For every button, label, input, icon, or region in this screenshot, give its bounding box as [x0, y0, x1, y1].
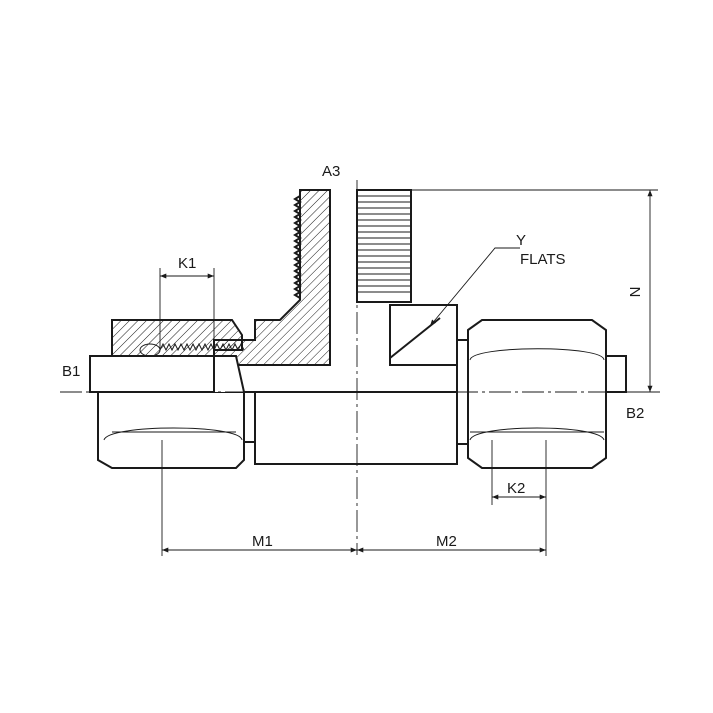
dimension-k2 — [491, 440, 547, 505]
leader-y-flats — [429, 247, 520, 327]
label-n: N — [627, 287, 644, 298]
dimension-m — [161, 440, 547, 556]
label-y: Y — [516, 232, 526, 249]
dimension-k1 — [159, 268, 215, 350]
label-b2: B2 — [626, 405, 644, 422]
label-m1: M1 — [252, 533, 273, 550]
label-m2: M2 — [436, 533, 457, 550]
dimension-n — [411, 189, 658, 393]
label-flats: FLATS — [520, 251, 566, 268]
left-nut — [89, 319, 256, 469]
label-k1: K1 — [178, 255, 196, 272]
tee-body — [254, 391, 458, 465]
label-k2: K2 — [507, 480, 525, 497]
label-a3: A3 — [322, 163, 340, 180]
branch-thread — [213, 189, 458, 366]
right-nut — [456, 319, 627, 469]
label-b1: B1 — [62, 363, 80, 380]
